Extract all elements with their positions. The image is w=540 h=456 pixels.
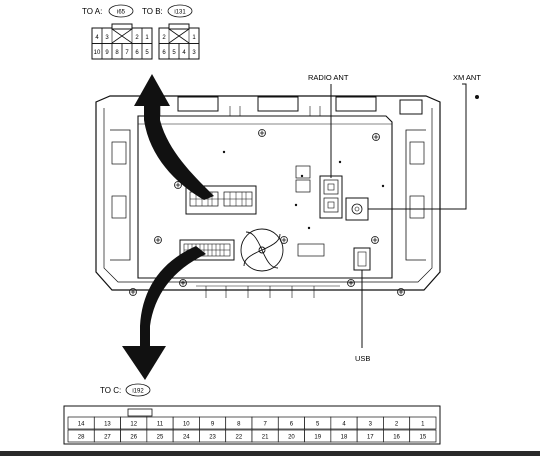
- connector-c-pin: 23: [209, 435, 216, 441]
- connector-a-pin: 10: [94, 50, 101, 56]
- connector-b-id: i131: [174, 10, 186, 16]
- connector-a-pin: 2: [135, 35, 139, 41]
- connector-c-id-oval: [125, 383, 151, 397]
- connector-c-pin: 21: [262, 435, 269, 441]
- pin-cavity: [141, 43, 153, 60]
- connector-a-pin: 1: [145, 35, 149, 41]
- connector-c-pin: 11: [157, 422, 164, 428]
- connector-a-row2: 10 9 8 7 6 5: [94, 50, 150, 56]
- connector-c-pin: 14: [78, 422, 85, 428]
- connector-b-pin: 5: [172, 50, 176, 56]
- connector-c-cavity: [409, 429, 437, 443]
- connector-b-pin: 6: [162, 50, 166, 56]
- head-unit-top-tab: [177, 96, 219, 112]
- cooling-fan: [240, 228, 284, 272]
- arrow-to-a-b: [134, 74, 214, 200]
- connector-b-pin: 2: [162, 35, 166, 41]
- connector-b-pin: 1: [192, 35, 196, 41]
- connector-a-pin: 3: [105, 35, 109, 41]
- connector-c-pin: 19: [314, 435, 321, 441]
- connector-c-pin: 28: [78, 435, 85, 441]
- connector-c-pin: 7: [263, 422, 267, 428]
- connector-c-pin: 26: [130, 435, 137, 441]
- connector-c-pin: 2: [395, 422, 399, 428]
- connector-a-empty-cavity: [111, 28, 133, 44]
- connector-c-pin: 1: [421, 422, 425, 428]
- connector-c-pin: 15: [420, 435, 427, 441]
- head-unit-chassis: [137, 115, 393, 279]
- connector-b-latch: [168, 23, 190, 30]
- connector-c-pin: 17: [367, 435, 374, 441]
- xm-ant-jack: [345, 197, 369, 221]
- connector-c-pin: 8: [237, 422, 241, 428]
- connector-a-id: i65: [117, 10, 126, 16]
- connector-a-pin: 4: [95, 35, 99, 41]
- head-unit: [95, 95, 441, 298]
- usb-port: [353, 247, 371, 271]
- connector-c-latch: [127, 408, 153, 417]
- connector-c-prefix: TO C:: [100, 386, 121, 395]
- connector-c-pin: 24: [183, 435, 190, 441]
- connector-c-pin: 25: [157, 435, 164, 441]
- bullet-dot: [475, 95, 479, 99]
- arrow-to-c: [122, 246, 206, 380]
- connector-c-pin: 18: [341, 435, 348, 441]
- bottom-edge-strip: [0, 451, 540, 456]
- connector-a-latch: [111, 23, 133, 30]
- connector-c-pin: 27: [104, 435, 111, 441]
- socket-c: [179, 239, 235, 261]
- connector-c-pin: 3: [369, 422, 373, 428]
- connector-c-pin: 20: [288, 435, 295, 441]
- socket-a-b: [185, 185, 257, 215]
- connector-a-pin: 7: [125, 50, 129, 56]
- connector-b-prefix: TO B:: [142, 7, 163, 16]
- connector-c-cavity: [409, 416, 437, 430]
- connector-a-prefix: TO A:: [82, 7, 102, 16]
- connector-c-pin: 4: [342, 422, 346, 428]
- screw-set: [129, 129, 405, 296]
- connector-c-pin: 22: [236, 435, 243, 441]
- usb-label: USB: [355, 354, 370, 363]
- connector-a: TO A: i65 4 3 2 1 10 9 8 7 6 5: [82, 4, 153, 60]
- connector-c-pin: 6: [290, 422, 294, 428]
- connector-b-pin: 3: [192, 50, 196, 56]
- connector-c-pin: 5: [316, 422, 320, 428]
- connector-c-pin: 13: [104, 422, 111, 428]
- connector-a-pin: 5: [145, 50, 149, 56]
- connector-b-empty-cavity: [168, 28, 190, 44]
- connector-a-id-oval: [108, 4, 134, 18]
- xm-ant-leader: [368, 83, 467, 210]
- connector-c-pin: 9: [211, 422, 215, 428]
- callouts: RADIO ANT XM ANT USB: [308, 73, 481, 363]
- head-unit-top-tab: [399, 99, 423, 115]
- connector-c-pin: 12: [130, 422, 137, 428]
- connector-b-pin: 4: [182, 50, 186, 56]
- head-unit-top-tab: [335, 96, 377, 112]
- connector-c-id: i192: [132, 389, 144, 395]
- xm-ant-label: XM ANT: [453, 73, 481, 82]
- connector-a-pin: 6: [135, 50, 139, 56]
- head-unit-top-tab: [257, 96, 299, 112]
- head-unit-bezel: [95, 95, 441, 291]
- connector-b: TO B: i131 2 1 6 5 4 3: [142, 4, 200, 60]
- connector-a-pin: 8: [115, 50, 119, 56]
- connector-a-row1: 4 3 2 1: [95, 35, 149, 41]
- pin-cavity: [188, 43, 200, 60]
- radio-ant-label: RADIO ANT: [308, 73, 349, 82]
- connector-a-pin: 9: [105, 50, 109, 56]
- connector-c-pin: 10: [183, 422, 190, 428]
- connector-c-pin: 16: [393, 435, 400, 441]
- connector-b-id-oval: [167, 4, 193, 18]
